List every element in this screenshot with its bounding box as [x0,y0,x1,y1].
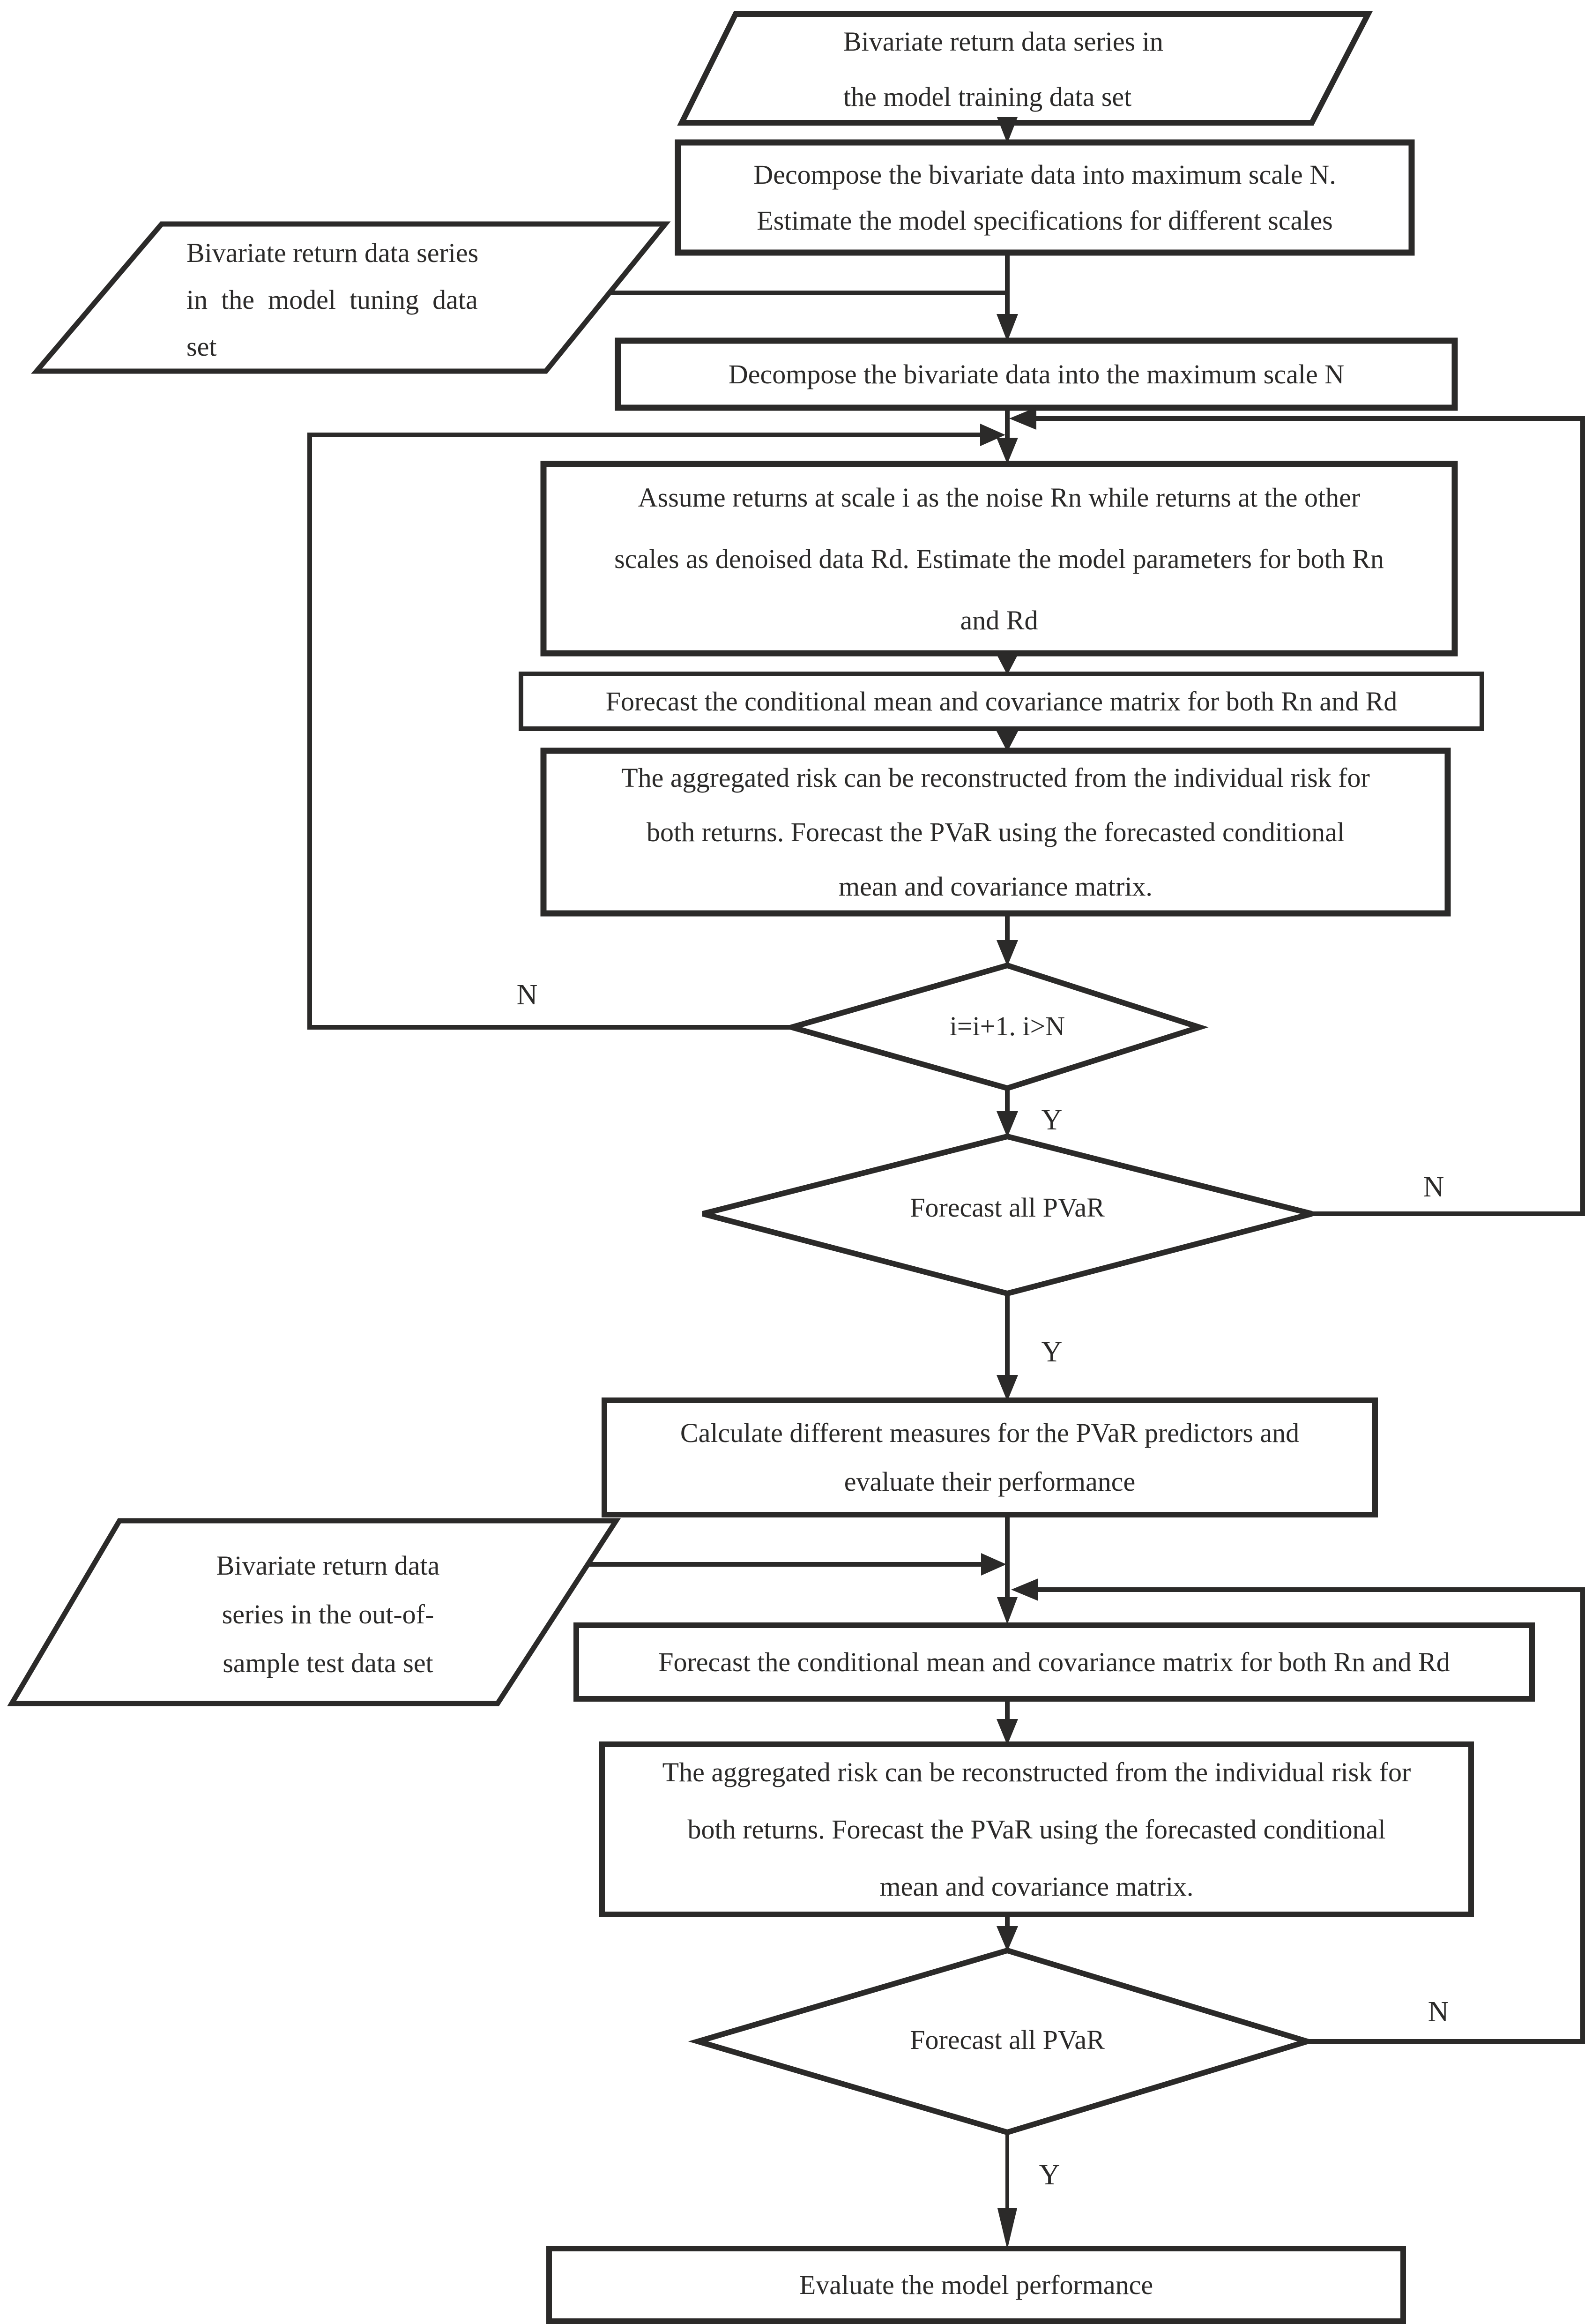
arrow-forecastmean-test-to-aggregate-test [997,1699,1018,1745]
evaluate-performance-box [546,2246,1406,2324]
arrow-tuningbox-to-assume [997,408,1018,464]
tuning-input-parallelogram [31,221,671,374]
aggregate-risk-tuning-box [540,747,1451,917]
node-calculate-measures: Calculate different measures for the PVa… [680,1418,1300,1497]
node-forecast-mean-test: Forecast the conditional mean and covari… [658,1646,1450,1677]
loop-no-forecast-all-test [1011,1578,1585,2044]
node-tuning-input: Bivariate return data series in the mode… [186,238,479,362]
test-input-parallelogram [7,1518,621,1706]
loop-no-scale-check [307,424,1005,1030]
node-training-input: Bivariate return data series in the mode… [843,26,1163,112]
forecast-mean-test-box [573,1622,1535,1702]
node-scale-check: i=i+1. i>N [949,1011,1065,1041]
node-forecast-all-tuning: Forecast all PVaR [910,1192,1105,1223]
arrow-measures-to-forecastmean-test [997,1515,1018,1624]
decompose-training-box [675,139,1415,256]
assume-returns-box [540,461,1458,657]
branch-label-no-scale-check: N [516,979,538,1011]
arrow-aggregate-test-to-forecast-all-test [997,1914,1018,1951]
node-forecast-mean-tuning: Forecast the conditional mean and covari… [605,686,1398,717]
branch-label-no-forecast-all-tuning: N [1423,1171,1444,1203]
branch-label-yes-scale-check: Y [1041,1104,1063,1136]
calculate-measures-box [602,1397,1378,1517]
node-test-input: Bivariate return data series in the out-… [216,1550,440,1678]
branch-label-yes-forecast-all-tuning: Y [1041,1336,1063,1368]
node-decompose-tuning: Decompose the bivariate data into the ma… [728,359,1345,389]
node-decompose-training: Decompose the bivariate data into maximu… [753,159,1336,236]
forecast-mean-tuning-box [519,672,1484,731]
arrow-aggregate-to-scalecheck [997,913,1018,966]
arrow-yes-scalecheck [997,1088,1018,1137]
node-aggregate-risk-test: The aggregated risk can be reconstructed… [662,1756,1411,1902]
branch-label-yes-forecast-all-test: Y [1039,2159,1060,2191]
training-input-parallelogram [677,11,1373,126]
arrow-decompose-to-tuningbox [997,253,1018,342]
loop-no-forecast-all-tuning [1009,407,1585,1216]
node-aggregate-risk-tuning: The aggregated risk can be reconstructed… [621,762,1370,902]
arrow-training-to-decompose [997,117,1018,143]
connector-test-input [588,1553,1006,1576]
arrow-yes-forecast-all-tuning [997,1293,1018,1401]
arrow-yes-forecast-all-test [997,2132,1017,2249]
arrow-assume-to-forecastmean [997,653,1018,675]
node-assume-returns: Assume returns at scale i as the noise R… [614,482,1384,635]
aggregate-risk-test-box [599,1741,1474,1917]
arrow-forecastmean-to-aggregate [997,729,1018,752]
branch-label-no-forecast-all-test: N [1428,1996,1449,2028]
node-evaluate-performance: Evaluate the model performance [799,2269,1153,2300]
node-forecast-all-test: Forecast all PVaR [910,2025,1105,2055]
